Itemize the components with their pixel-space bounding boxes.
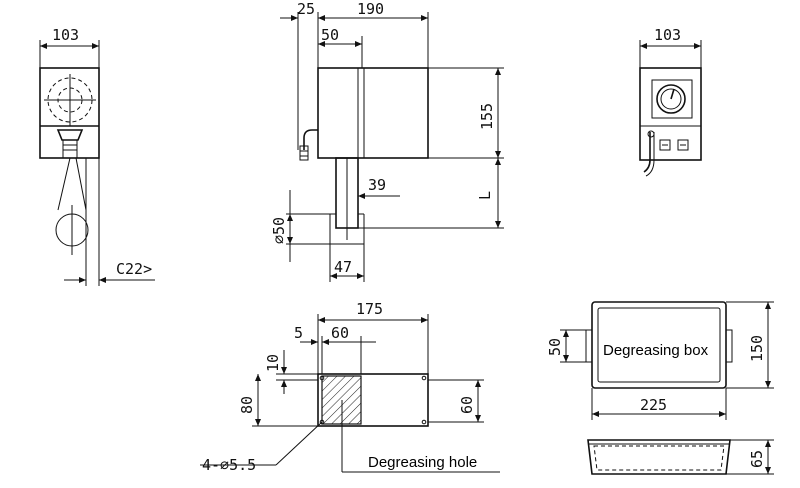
gauge-icon [656,84,686,114]
height-dim: 155 [478,103,496,130]
front-width-dim: 103 [52,26,79,44]
right-dim: 60 [458,396,476,414]
box-side-dim: 50 [546,338,564,356]
base-dim: 47 [334,258,352,276]
top-dim: 10 [264,354,282,372]
pipe-length-dim: L [476,191,494,200]
degreasing-box-label: Degreasing box [603,342,709,359]
control-view: 103 [639,26,702,177]
front-view: 103 C22> [39,26,155,286]
side-view: 25 190 50 155 L 39 [270,0,504,282]
box-plan: 50 150 225 Degreasing box [546,301,774,420]
hole-plan: 175 5 60 10 80 60 4-⌀5.5 Degrea [200,300,500,474]
opening-dim: 60 [331,324,349,342]
pipe-diameter-dim: ⌀50 [270,217,288,244]
hole-width-dim: 175 [356,300,383,318]
switch-icon [677,139,689,151]
control-width-dim: 103 [654,26,681,44]
offset-dim: 25 [297,0,315,18]
switch-icon [659,139,671,151]
edge-dim: 5 [294,324,303,342]
total-width-dim: 190 [357,0,384,18]
degreasing-hole-label: Degreasing hole [368,454,477,471]
box-depth-dim: 65 [748,450,766,468]
box-height-dim: 150 [748,335,766,362]
holes-dim: 4-⌀5.5 [202,456,256,474]
tube-dim: 39 [368,176,386,194]
box-width-dim: 225 [640,396,667,414]
box-side: 65 [587,439,774,475]
inner-dim: 50 [321,26,339,44]
clearance-dim: C22> [116,260,152,278]
hole-height-dim: 80 [238,396,256,414]
